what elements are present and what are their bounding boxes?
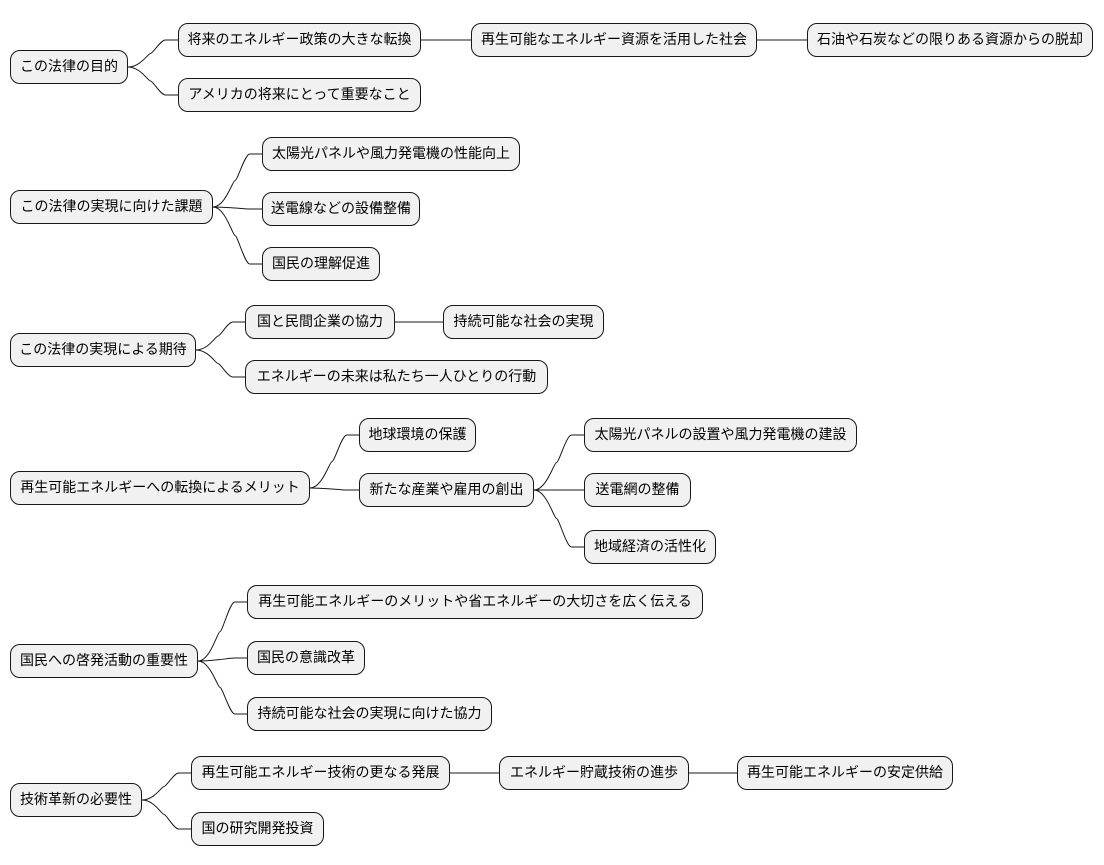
node-mindset-reform: 国民の意識改革: [247, 641, 365, 675]
connector-line: [533, 434, 584, 491]
node-transmission-infrastructure: 送電線などの設備整備: [262, 192, 420, 226]
root-node-public-awareness: 国民への啓発活動の重要性: [10, 644, 198, 678]
node-new-industry-jobs: 新たな産業や雇用の創出: [359, 473, 534, 507]
root-node-law-purpose: この法律の目的: [10, 50, 128, 84]
connector-line: [212, 206, 262, 265]
connector-line: [197, 657, 247, 662]
node-environment-protection: 地球環境の保護: [359, 418, 476, 452]
node-america-future: アメリカの将来にとって重要なこと: [178, 78, 421, 112]
node-renewable-society: 再生可能なエネルギー資源を活用した社会: [471, 23, 757, 57]
root-node-law-challenges: この法律の実現に向けた課題: [10, 190, 213, 224]
connector-line: [195, 321, 245, 351]
node-sustainable-society: 持続可能な社会の実現: [443, 305, 604, 339]
root-node-transition-benefits: 再生可能エネルギーへの転換によるメリット: [10, 471, 310, 505]
connector-line: [141, 772, 191, 801]
connector-line: [309, 434, 359, 489]
connector-line: [197, 601, 247, 662]
node-public-understanding: 国民の理解促進: [262, 247, 380, 281]
node-communicate-benefits: 再生可能エネルギーのメリットや省エネルギーの大切さを広く伝える: [247, 585, 703, 619]
node-stable-supply: 再生可能エネルギーの安定供給: [737, 756, 953, 790]
node-individual-action: エネルギーの未来は私たち一人ひとりの行動: [245, 360, 548, 394]
node-sustainable-cooperation: 持続可能な社会の実現に向けた協力: [247, 697, 492, 731]
connector-line: [212, 206, 262, 210]
node-solar-wind-installation: 太陽光パネルの設置や風力発電機の建設: [584, 418, 857, 452]
node-public-private-cooperation: 国と民間企業の協力: [245, 305, 395, 339]
root-node-innovation-need: 技術革新の必要性: [10, 783, 142, 817]
node-grid-development: 送電網の整備: [584, 473, 691, 507]
node-fossil-exit: 石油や石炭などの限りある資源からの脱却: [807, 23, 1093, 57]
node-solar-wind-performance: 太陽光パネルや風力発電機の性能向上: [262, 137, 520, 171]
node-energy-policy-shift: 将来のエネルギー政策の大きな転換: [178, 23, 421, 57]
connector-line: [195, 349, 245, 378]
connector-line: [533, 489, 584, 548]
connector-line: [141, 799, 191, 830]
node-national-rnd: 国の研究開発投資: [191, 812, 324, 846]
connector-line: [197, 660, 247, 715]
connector-line: [212, 153, 262, 208]
connector-line: [309, 487, 359, 491]
root-node-law-expectations: この法律の実現による期待: [10, 333, 196, 367]
node-renewable-tech-development: 再生可能エネルギー技術の更なる発展: [191, 756, 450, 790]
node-regional-economy: 地域経済の活性化: [584, 530, 716, 564]
node-storage-tech-progress: エネルギー貯蔵技術の進歩: [499, 756, 689, 790]
connector-line: [127, 39, 178, 68]
connector-line: [127, 66, 178, 96]
